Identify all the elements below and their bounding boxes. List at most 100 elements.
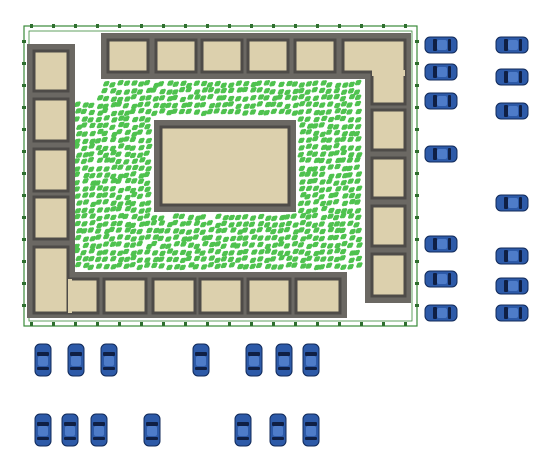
- tree-icon: [96, 157, 104, 163]
- building-unit: [246, 38, 290, 74]
- tree-icon: [171, 108, 178, 114]
- tree-icon: [332, 214, 340, 221]
- tree-icon: [124, 221, 132, 228]
- tree-icon: [278, 236, 285, 242]
- tree-icon: [291, 95, 298, 101]
- tree-icon: [102, 95, 110, 102]
- building-unit: [32, 195, 70, 241]
- building-unit: [370, 70, 407, 106]
- tree-icon: [334, 107, 341, 114]
- tree-icon: [185, 255, 192, 262]
- tree-icon: [136, 129, 143, 135]
- tree-icon: [89, 213, 96, 219]
- tree-icon: [300, 191, 307, 198]
- tree-icon: [277, 88, 285, 95]
- tree-icon: [171, 250, 179, 256]
- tree-icon: [332, 124, 340, 130]
- tree-icon: [264, 222, 271, 228]
- tree-icon: [286, 80, 293, 87]
- tree-icon: [214, 241, 221, 247]
- tree-icon: [306, 234, 313, 240]
- tree-icon: [347, 88, 355, 94]
- tree-icon: [214, 263, 221, 270]
- tree-icon: [193, 227, 200, 234]
- tree-icon: [250, 94, 257, 101]
- tree-icon: [109, 124, 116, 131]
- tree-icon: [234, 108, 241, 115]
- tree-icon: [145, 108, 152, 115]
- tree-icon: [82, 138, 89, 145]
- tree-icon: [200, 264, 208, 270]
- tree-icon: [312, 235, 319, 241]
- tree-icon: [339, 212, 347, 219]
- tree-icon: [103, 213, 111, 220]
- tree-icon: [144, 234, 152, 240]
- tree-icon: [249, 109, 257, 115]
- tree-icon: [137, 185, 145, 192]
- tree-icon: [117, 164, 124, 170]
- fence-post-icon: [206, 24, 209, 28]
- tree-icon: [311, 177, 318, 184]
- tree-icon: [124, 151, 131, 158]
- tree-icon: [201, 235, 208, 241]
- tree-icon: [313, 109, 320, 116]
- tree-icon: [200, 110, 208, 117]
- tree-icon: [150, 240, 158, 247]
- car-icon: [424, 145, 458, 163]
- tree-icon: [194, 102, 201, 108]
- tree-icon: [165, 236, 172, 242]
- tree-icon: [235, 257, 242, 263]
- tree-icon: [257, 256, 264, 262]
- tree-icon: [143, 79, 151, 86]
- car-icon: [34, 343, 52, 377]
- tree-icon: [144, 123, 151, 130]
- tree-icon: [139, 157, 146, 163]
- tree-icon: [304, 250, 311, 257]
- tree-icon: [96, 185, 104, 191]
- building-unit: [154, 38, 198, 74]
- tree-icon: [123, 263, 130, 269]
- courtyard-landscaping: [73, 79, 363, 271]
- tree-icon: [313, 227, 320, 233]
- fence-post-icon: [22, 150, 26, 153]
- tree-icon: [327, 101, 334, 107]
- tree-icon: [312, 144, 319, 150]
- building-unit: [106, 38, 150, 74]
- tree-icon: [159, 243, 167, 250]
- tree-icon: [144, 117, 151, 123]
- tree-icon: [89, 138, 96, 145]
- tree-icon: [326, 137, 333, 143]
- tree-icon: [339, 95, 347, 102]
- fence-post-icon: [360, 24, 363, 28]
- tree-icon: [242, 248, 249, 255]
- fence-post-icon: [415, 238, 419, 241]
- tree-icon: [286, 255, 293, 261]
- tree-icon: [159, 108, 166, 114]
- tree-icon: [103, 166, 110, 172]
- tree-icon: [185, 229, 193, 235]
- tree-icon: [242, 110, 249, 116]
- tree-icon: [220, 94, 227, 101]
- tree-icon: [124, 205, 132, 212]
- tree-icon: [109, 250, 117, 256]
- tree-icon: [340, 89, 348, 95]
- tree-icon: [101, 192, 109, 198]
- tree-icon: [83, 172, 90, 179]
- tree-icon: [234, 243, 241, 249]
- tree-icon: [355, 145, 362, 152]
- tree-icon: [151, 250, 159, 256]
- tree-icon: [327, 164, 334, 170]
- tree-icon: [109, 185, 116, 192]
- tree-icon: [305, 101, 313, 107]
- tree-icon: [243, 80, 250, 87]
- fence-post-icon: [96, 24, 99, 28]
- tree-icon: [297, 151, 304, 158]
- tree-icon: [305, 129, 312, 135]
- tree-icon: [124, 110, 131, 116]
- tree-icon: [265, 226, 272, 233]
- building-unit: [370, 156, 407, 200]
- tree-icon: [102, 221, 109, 227]
- tree-icon: [319, 131, 326, 138]
- tree-icon: [129, 187, 137, 194]
- tree-icon: [82, 242, 90, 249]
